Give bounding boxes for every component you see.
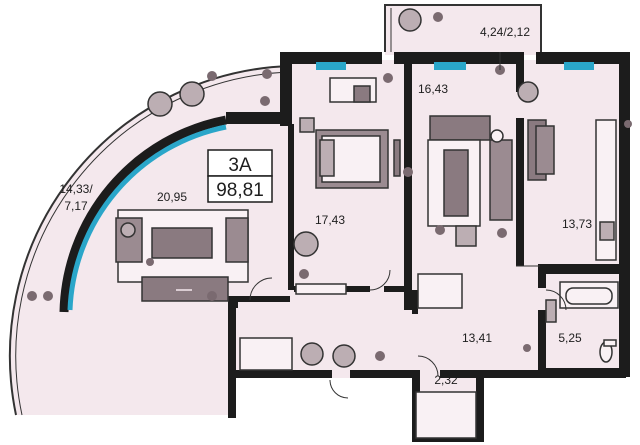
door-icon [249,52,567,399]
loggia-sub-area-label: 7,17 [64,199,88,213]
apartment-total-area: 98,81 [216,180,264,201]
bedroom2-furniture [417,115,513,309]
bedroom2-area-label: 16,43 [418,82,448,96]
closet-area-label: 2,32 [434,373,458,387]
bathroom-fixtures [545,281,619,363]
armchair-icon [147,8,539,368]
balcony-outline [384,4,542,52]
apartment-type: 3А [228,155,252,176]
balcony-area-label: 4,24/2,12 [480,25,530,39]
living-furniture [115,209,249,302]
kitchen-area-label: 13,73 [562,217,592,231]
hall-furniture [239,337,477,439]
living-area-label: 20,95 [157,190,187,204]
kitchen-furniture [527,119,617,261]
inner-glazing [59,115,227,313]
room-labels: 4,24/2,12 14,33/ 7,17 20,95 17,43 16,43 … [59,25,592,387]
top-windows [316,52,594,70]
bathroom-area-label: 5,25 [558,331,582,345]
apartment-badge: 3А 98,81 [207,149,273,203]
hall-area-label: 13,41 [462,331,492,345]
bedroom1-area-label: 17,43 [315,213,345,227]
loggia-area-label: 14,33/ [59,182,93,196]
bedroom1-furniture [295,77,401,295]
